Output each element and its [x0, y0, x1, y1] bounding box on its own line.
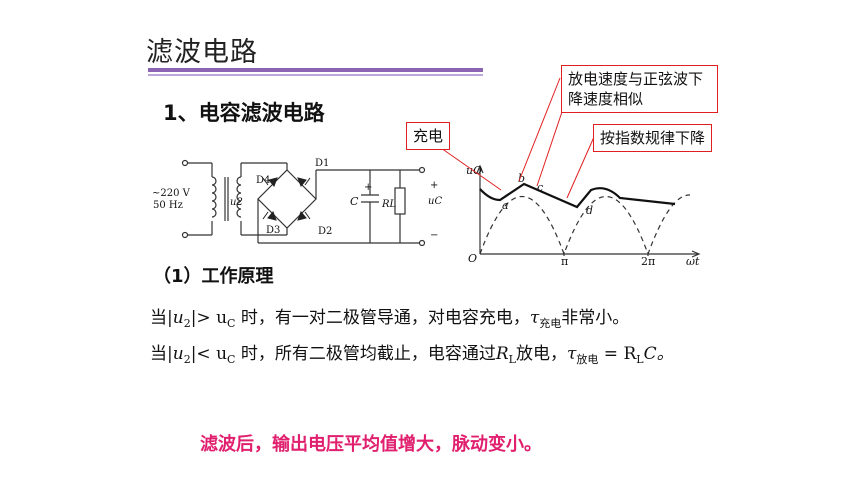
eq1-text: 时，有一对二极管导通，对电容充电， — [235, 308, 530, 328]
eq2-var-sub: 2 — [183, 353, 191, 366]
eq1-tau-sub: 充电 — [539, 317, 562, 330]
tick-2pi: 2π — [641, 255, 655, 265]
eq1-abs-open: | — [167, 308, 173, 328]
source-frequency-label: 50 Hz — [153, 200, 183, 211]
eq2-tau-sub: 放电 — [576, 353, 599, 366]
point-c: c — [537, 181, 543, 194]
eq2-r: R — [495, 344, 509, 364]
diode-label-d2: D2 — [318, 226, 332, 237]
section-heading: 1、电容滤波电路 — [163, 101, 325, 125]
callout-discharge-speed: 放电速度与正弦波下降速度相似 — [561, 65, 718, 113]
x-axis-label: ωt — [686, 255, 700, 265]
eq2-abs-close: | — [190, 344, 197, 364]
eq2-equals: = R — [598, 344, 637, 364]
page-title: 滤波电路 — [146, 37, 258, 68]
eq2-mid: 放电， — [515, 344, 567, 364]
equation-discharging: 当|u2|< uC 时，所有二极管均截止，电容通过RL放电，τ放电 = RLC。 — [150, 339, 674, 367]
title-underline-light — [148, 74, 483, 76]
eq1-abs-close: | — [190, 308, 197, 328]
eq1-var: u — [172, 308, 184, 328]
diode-label-d1: D1 — [315, 158, 329, 169]
eq2-relation-sub: C — [227, 353, 236, 366]
capacitor-plus: + — [364, 182, 372, 193]
eq1-end: 非常小。 — [561, 308, 630, 328]
callout-exponential-decay: 按指数规律下降 — [593, 124, 713, 152]
output-minus: − — [430, 230, 438, 241]
eq2-equals-sub: L — [636, 353, 644, 366]
eq2-end: C。 — [643, 344, 674, 364]
output-label: uC — [428, 196, 442, 207]
subheading-working-principle: （1）工作原理 — [153, 266, 274, 287]
load-label: RL — [381, 199, 397, 210]
point-d: d — [586, 204, 593, 217]
capacitor-label: C — [350, 195, 359, 208]
diode-label-d3: D3 — [266, 225, 280, 236]
tick-pi: π — [561, 255, 568, 265]
title-underline — [148, 68, 483, 72]
diode-label-d4: D4 — [256, 175, 270, 186]
bridge-rectifier-circuit: ~220 V 50 Hz u2 D1 D2 D3 D4 C + RL uC + … — [152, 158, 442, 247]
eq1-start: 当 — [150, 308, 167, 328]
equation-charging: 当|u2|> uC 时，有一对二极管导通，对电容充电，τ充电非常小。 — [150, 303, 629, 331]
eq1-tau: τ — [529, 308, 540, 328]
secondary-voltage-label: u2 — [230, 197, 243, 208]
eq2-text: 时，所有二极管均截止，电容通过 — [235, 344, 496, 364]
point-b: b — [518, 172, 525, 185]
output-plus: + — [430, 180, 438, 191]
eq1-relation: > u — [196, 308, 228, 328]
conclusion-text: 滤波后，输出电压平均值增大，脉动变小。 — [200, 434, 542, 455]
eq1-var-sub: 2 — [183, 317, 191, 330]
eq2-relation: < u — [196, 344, 228, 364]
eq2-r-sub: L — [508, 353, 516, 366]
point-a: a — [502, 199, 509, 212]
callout-charge: 充电 — [406, 122, 451, 150]
origin-label: O — [468, 252, 477, 265]
eq2-tau: τ — [566, 344, 577, 364]
eq2-var: u — [172, 344, 184, 364]
source-voltage-label: ~220 V — [152, 188, 191, 199]
eq1-relation-sub: C — [227, 317, 236, 330]
eq2-start: 当 — [150, 344, 167, 364]
eq2-abs-open: | — [167, 344, 173, 364]
